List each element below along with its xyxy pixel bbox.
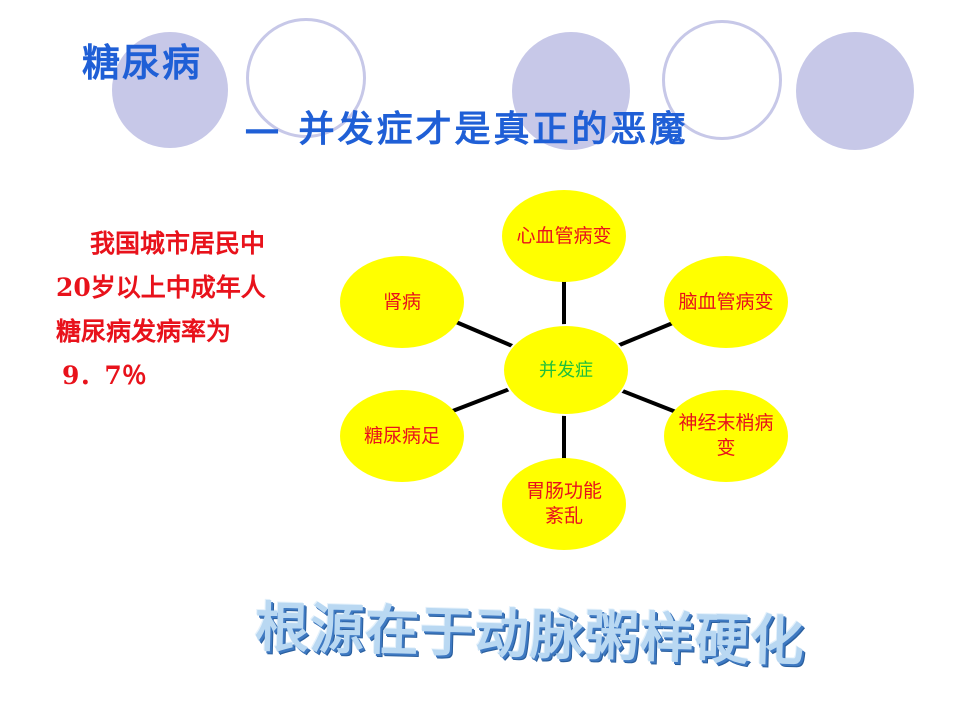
stat-line-1: 我国城市居民中 xyxy=(90,229,266,258)
decor-circle-2 xyxy=(512,32,630,150)
slogan-wordart: 根源在于动脉粥样硬化 xyxy=(254,595,806,674)
node-bottom: 胃肠功能紊乱 xyxy=(502,458,626,550)
node-top: 心血管病变 xyxy=(502,190,626,282)
node-top-right: 脑血管病变 xyxy=(664,256,788,348)
node-center: 并发症 xyxy=(502,324,630,416)
decor-circle-3 xyxy=(796,32,914,150)
node-top-left: 肾病 xyxy=(340,256,464,348)
stat-line-4: 9．7％ xyxy=(62,361,147,390)
decor-circle-1 xyxy=(112,32,228,148)
decor-ring-1 xyxy=(246,18,366,138)
node-bottom-left: 糖尿病足 xyxy=(340,390,464,482)
stat-line-3: 糖尿病发病率为 xyxy=(56,317,232,346)
stat-line-2: 20岁以上中成年人 xyxy=(56,273,266,302)
decor-ring-2 xyxy=(662,20,782,140)
page-subtitle: — 并发症才是真正的恶魔 xyxy=(244,108,689,150)
page-title: 糖尿病 xyxy=(82,40,203,85)
node-bottom-right: 神经末梢病变 xyxy=(664,390,788,482)
stat-text: 我国城市居民中 20岁以上中成年人 糖尿病发病率为 9．7％ xyxy=(56,222,326,398)
